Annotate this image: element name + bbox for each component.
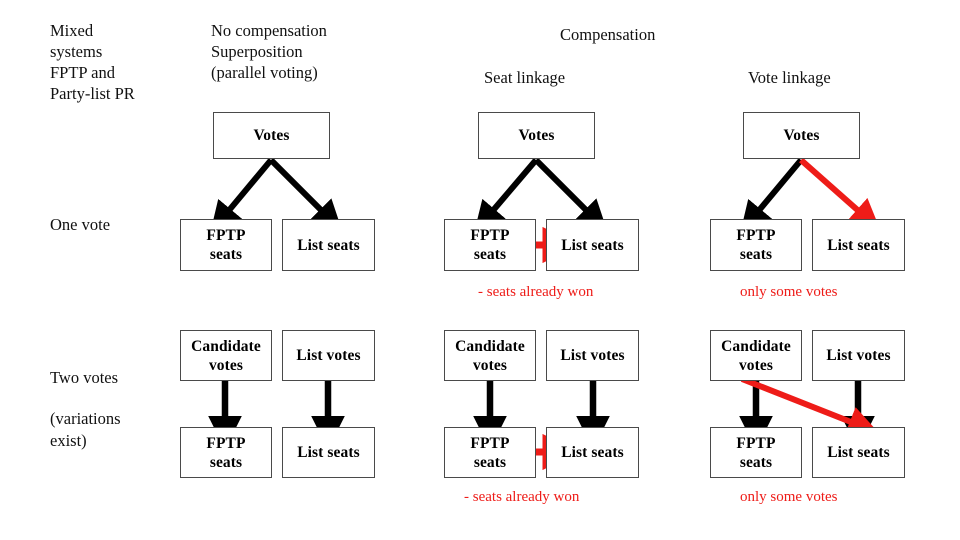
box-candidate-votes-col1[interactable]: Candidate votes	[180, 330, 272, 381]
box-votes-col2[interactable]: Votes	[478, 112, 595, 159]
arrow-votes-to-fptp-col2	[474, 158, 539, 233]
row-label-one-vote: One vote	[50, 215, 111, 234]
box-list-seats-col2-bottom[interactable]: List seats	[546, 427, 639, 478]
corner-label: Mixed systems FPTP and Party-list PR	[50, 21, 135, 103]
box-list-seats-col1[interactable]: List seats	[282, 219, 375, 271]
arrow-votes-to-fptp-col1	[210, 158, 274, 233]
box-fptp-seats-col2-bottom[interactable]: FPTP seats	[444, 427, 536, 478]
column-header-compensation: Compensation	[560, 25, 656, 44]
box-fptp-seats-col2[interactable]: FPTP seats	[444, 219, 536, 271]
box-fptp-seats-col1[interactable]: FPTP seats	[180, 219, 272, 271]
box-candidate-votes-col2[interactable]: Candidate votes	[444, 330, 536, 381]
box-list-seats-col2[interactable]: List seats	[546, 219, 639, 271]
row-label-two-votes-sub: (variations exist)	[50, 409, 121, 450]
column-header-seat-linkage: Seat linkage	[484, 68, 566, 87]
row-label-two-votes: Two votes	[50, 368, 119, 387]
column-header-no-compensation: No compensation Superposition (parallel …	[211, 21, 327, 82]
box-list-votes-col2[interactable]: List votes	[546, 330, 639, 381]
arrow-candidatevotes-to-listseats-col3-red	[740, 376, 879, 437]
box-list-seats-col3-bottom[interactable]: List seats	[812, 427, 905, 478]
box-votes-col3[interactable]: Votes	[743, 112, 860, 159]
column-header-vote-linkage: Vote linkage	[748, 68, 831, 87]
note-only-some-votes-col3-bottom: only some votes	[740, 489, 838, 505]
box-list-seats-col1-bottom[interactable]: List seats	[282, 427, 375, 478]
box-candidate-votes-col3[interactable]: Candidate votes	[710, 330, 802, 381]
note-only-some-votes-col3-top: only some votes	[740, 284, 838, 300]
note-seats-already-won-col2-bottom: - seats already won	[464, 489, 580, 505]
box-list-seats-col3[interactable]: List seats	[812, 219, 905, 271]
box-fptp-seats-col1-bottom[interactable]: FPTP seats	[180, 427, 272, 478]
box-list-votes-col1[interactable]: List votes	[282, 330, 375, 381]
arrow-votes-to-listseats-col3-red	[799, 157, 881, 231]
box-votes-col1[interactable]: Votes	[213, 112, 330, 159]
box-fptp-seats-col3-bottom[interactable]: FPTP seats	[710, 427, 802, 478]
box-list-votes-col3[interactable]: List votes	[812, 330, 905, 381]
arrow-votes-to-listseats-col1	[268, 157, 343, 232]
box-fptp-seats-col3[interactable]: FPTP seats	[710, 219, 802, 271]
note-seats-already-won-col2-top: - seats already won	[478, 284, 594, 300]
arrow-votes-to-listseats-col2	[533, 157, 608, 232]
arrow-votes-to-fptp-col3	[740, 158, 804, 233]
